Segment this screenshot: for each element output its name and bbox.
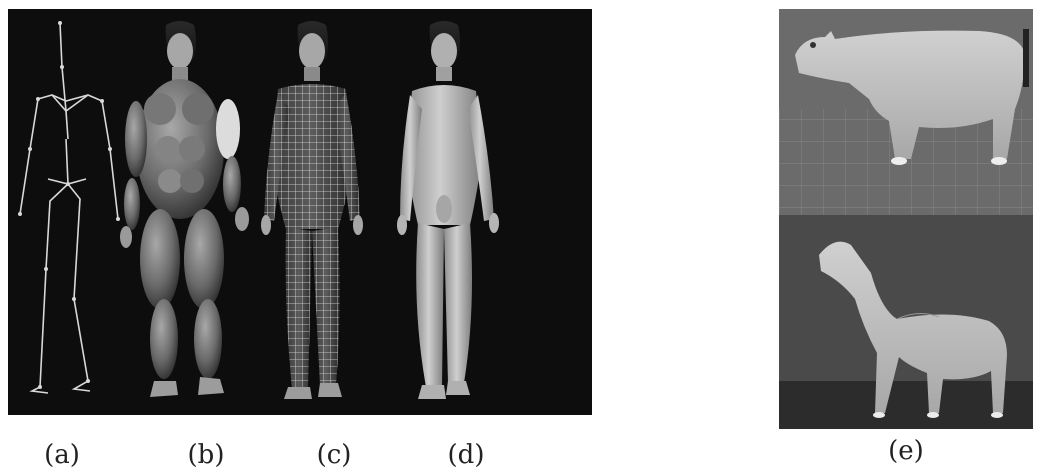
human-model-stages [8,9,592,415]
animal-models [779,9,1033,429]
human-model-panel [8,9,592,415]
caption-a: (a) [22,440,102,470]
muscle-figure [120,21,249,397]
caption-e: (e) [866,436,946,466]
caption-b: (b) [166,440,246,470]
mesh-figure [261,21,363,399]
cow-model [779,9,1033,215]
caption-d: (d) [426,440,506,470]
horse-model [779,215,1033,429]
caption-c: (c) [294,440,374,470]
animal-model-panel [779,9,1033,429]
skin-figure [397,21,499,399]
skeleton-figure [18,21,120,393]
